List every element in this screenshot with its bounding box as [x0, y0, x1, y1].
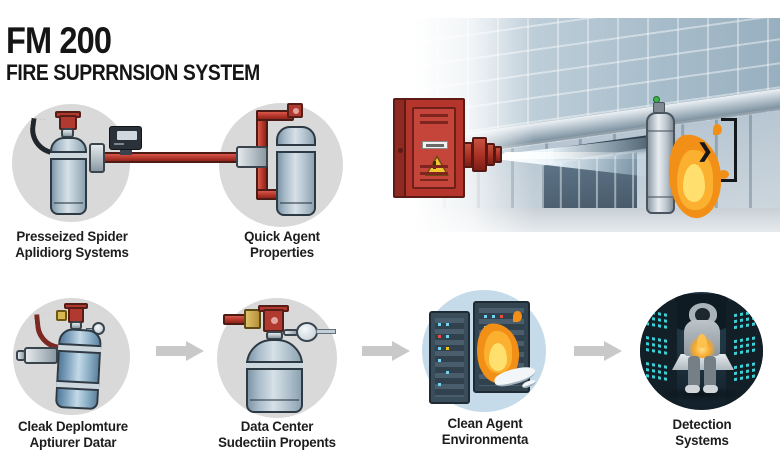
technician-shoe: [703, 385, 718, 393]
bottom-step3-label: Clean Agent Environmenta: [441, 415, 529, 447]
label-plate: [422, 141, 448, 149]
technician-shoe: [685, 385, 700, 393]
arrow-right-icon: [362, 341, 410, 361]
blue-cylinder-icon: [54, 327, 103, 411]
title-block: FM 200 FIRE SUPRRNSION SYSTEM: [6, 22, 260, 84]
flame-icon: [697, 334, 707, 348]
thin-pipe: [316, 329, 336, 334]
floor-shadow: [660, 386, 744, 402]
arrow-right-icon: [574, 341, 622, 361]
vent-slots-top: [420, 114, 448, 128]
server-rack-icon: [429, 311, 470, 404]
bottom-step4-circle: [640, 292, 763, 410]
flame-icon: [473, 311, 525, 386]
cylinder-band: [50, 151, 87, 160]
bottom-step4-label: Detection Systems: [672, 416, 732, 448]
bottom-step1-label: Cleak Deplomture Aptiurer Datar: [17, 418, 129, 450]
vent-slots-bottom: [420, 165, 448, 181]
discharge-bulb-icon: [296, 322, 318, 342]
tee-fitting-icon: [236, 146, 268, 168]
tee-fitting-icon: [24, 347, 58, 364]
top-step1-label: Presseized Spider Aplidiorg Systems: [15, 228, 129, 260]
desk: [672, 354, 734, 370]
brass-fitting-icon: [56, 310, 67, 321]
fitting-dot: [293, 108, 299, 114]
chevron-icon: ❯: [697, 141, 713, 162]
brass-fitting-icon: [244, 309, 261, 329]
nozzle-tip: [494, 146, 502, 163]
monitor-screen: [117, 131, 137, 140]
screw-dot: [398, 148, 403, 153]
building-scene: ❯: [383, 18, 780, 232]
monitor-detail: [114, 143, 124, 145]
arrow-right-icon: [156, 341, 204, 361]
technician-head: [695, 308, 710, 322]
bracket-annotation: [721, 118, 737, 182]
led-lights: [484, 315, 487, 318]
top-valve-fitting: [287, 103, 303, 118]
valve-icon: [263, 309, 284, 332]
bottom-step2-label: Data Center Sudectiin Propents: [218, 418, 336, 450]
flame-icon: [663, 124, 729, 224]
spray-core: [503, 152, 653, 159]
fire-control-cabinet-icon: [393, 98, 465, 198]
cylinder-icon: [50, 137, 87, 215]
cabinet-door: [412, 107, 456, 189]
led-lights: [438, 323, 441, 326]
pipe-coupler-icon: [89, 143, 105, 173]
cylinder-baseline: [54, 202, 83, 204]
page-title: FM 200: [6, 20, 112, 61]
technician-leg: [688, 356, 700, 388]
nozzle-body: [472, 137, 487, 172]
page-subtitle: FIRE SUPRRNSION SYSTEM: [6, 60, 260, 85]
device-mount: [120, 148, 132, 155]
fitting-stub: [16, 350, 26, 361]
top-step2-label: Quick Agent Properties: [244, 228, 320, 260]
technician-leg: [704, 356, 716, 388]
cylinder-icon: [246, 339, 303, 413]
pressure-monitor-icon: [109, 126, 142, 150]
cylinder-icon: [276, 126, 316, 216]
cylinder-baseline: [280, 202, 312, 204]
cylinder-band: [276, 144, 316, 153]
